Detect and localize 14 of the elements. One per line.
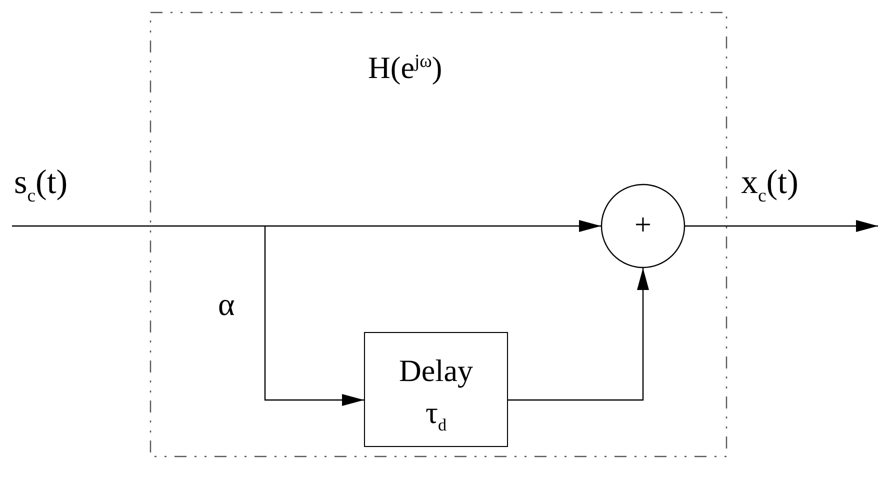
delay-block <box>364 332 508 447</box>
delay-parameter: τ$_{d}$ <box>426 397 446 434</box>
signal-label: s$_{c}$(t) <box>14 166 68 206</box>
block-label: Delay <box>398 355 474 386</box>
system-boundary <box>150 12 727 457</box>
signal-arrow <box>12 220 601 232</box>
signal-arrow <box>264 226 364 406</box>
transfer-function-label: H(e$^{jω}$) <box>368 52 442 83</box>
signal-arrow <box>685 220 878 232</box>
summing-junction <box>601 184 685 268</box>
signal-arrow <box>508 268 649 401</box>
operator-symbol: + <box>634 210 652 240</box>
signal-label: x$_{c}$(t) <box>741 166 798 206</box>
gain-label: α <box>218 288 235 320</box>
